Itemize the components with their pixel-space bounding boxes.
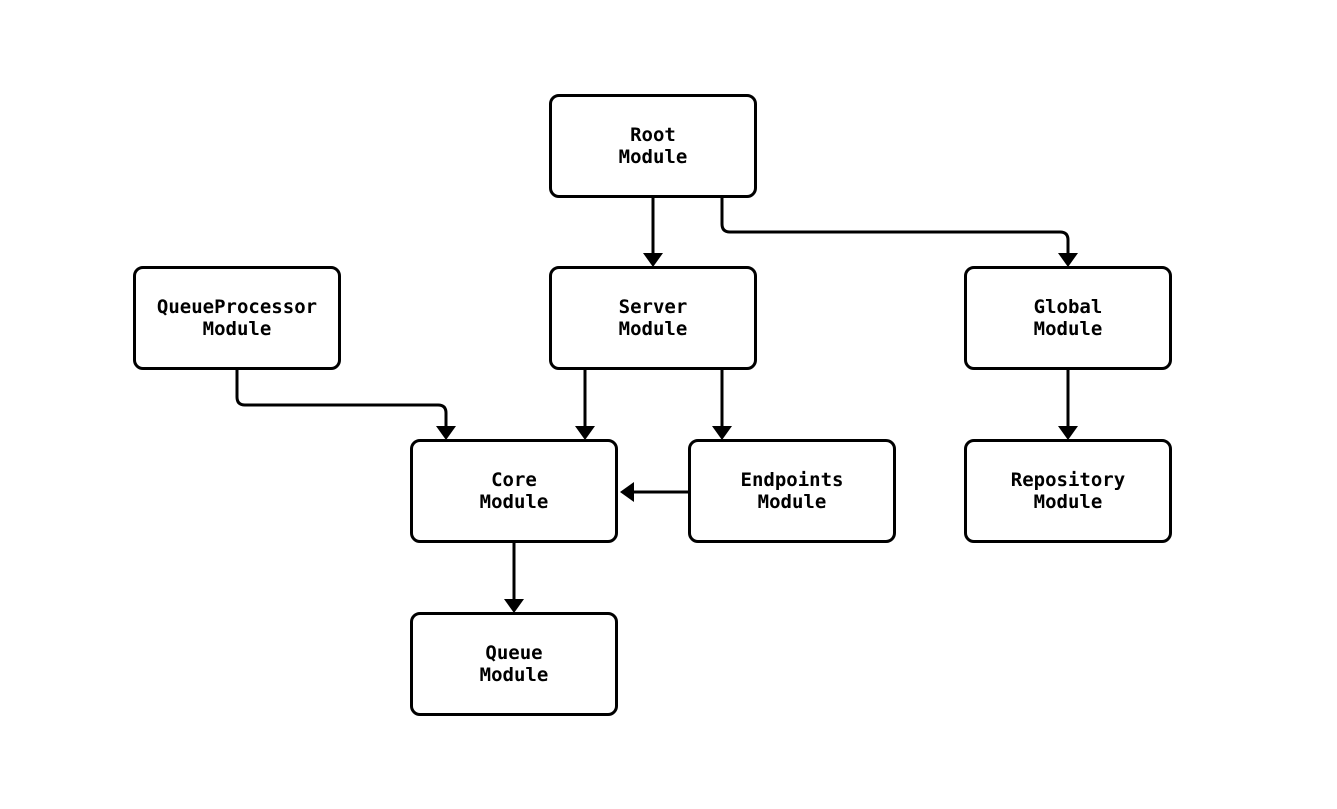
node-queue-module: Queue Module: [410, 612, 618, 716]
edge-endpoints-to-core: [620, 482, 688, 502]
node-label: Repository Module: [1010, 469, 1126, 513]
edge-core-to-queue: [504, 543, 524, 613]
arrowhead-icon: [436, 426, 456, 440]
node-label: Global Module: [1033, 296, 1103, 340]
node-global-module: Global Module: [964, 266, 1172, 370]
edge-global-to-repository: [1058, 370, 1078, 440]
edge-server-to-core: [575, 370, 595, 440]
arrowhead-icon: [643, 253, 663, 267]
node-label: Queue Module: [479, 642, 549, 686]
node-label: Server Module: [618, 296, 688, 340]
node-root-module: Root Module: [549, 94, 757, 198]
node-endpoints-module: Endpoints Module: [688, 439, 896, 543]
node-label: Core Module: [479, 469, 549, 513]
edge-root-to-server: [643, 198, 663, 267]
node-label: Root Module: [618, 124, 688, 168]
node-repository-module: Repository Module: [964, 439, 1172, 543]
edge-server-to-endpoints: [712, 370, 732, 440]
edge-root-to-global: [720, 198, 1078, 267]
arrowhead-icon: [620, 482, 634, 502]
arrowhead-icon: [575, 426, 595, 440]
node-server-module: Server Module: [549, 266, 757, 370]
arrowhead-icon: [712, 426, 732, 440]
arrowhead-icon: [1058, 253, 1078, 267]
node-label: Endpoints Module: [740, 469, 844, 513]
arrowhead-icon: [1058, 426, 1078, 440]
node-core-module: Core Module: [410, 439, 618, 543]
edge-queueprocessor-to-core: [235, 370, 456, 440]
node-queueprocessor-module: QueueProcessor Module: [133, 266, 341, 370]
arrowhead-icon: [504, 599, 524, 613]
node-label: QueueProcessor Module: [156, 296, 318, 340]
